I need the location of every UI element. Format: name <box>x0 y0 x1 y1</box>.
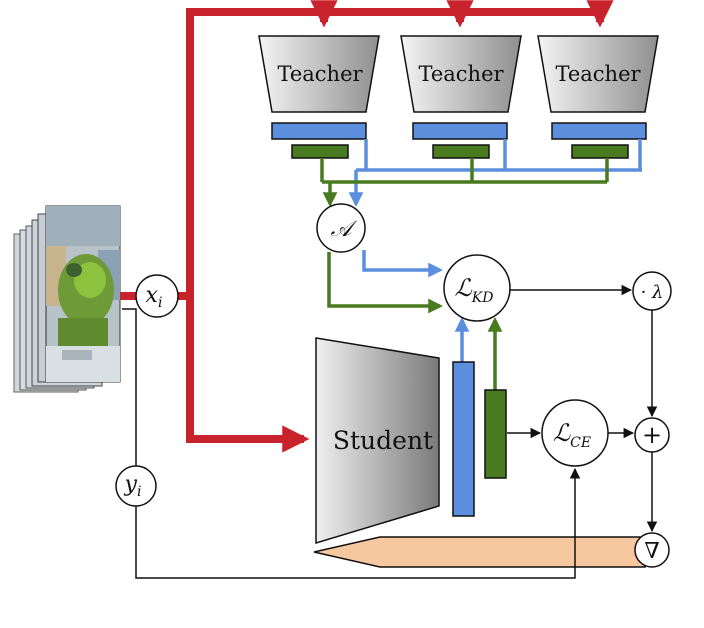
svg-text:yi: yi <box>124 472 142 500</box>
teacher-2: Teacher <box>400 35 522 113</box>
logit-connections <box>320 158 609 390</box>
svg-text:ℒCE: ℒCE <box>553 419 591 451</box>
teacher-1: Teacher <box>258 35 380 113</box>
loss-arrows <box>122 284 658 579</box>
student-label: Student <box>333 426 433 455</box>
svg-text:ℒKD: ℒKD <box>455 274 494 306</box>
teacher-1-label: Teacher <box>277 62 363 86</box>
teacher-1-logit-bar <box>291 144 349 159</box>
loss-kd-node: ℒKD <box>443 254 511 322</box>
teacher-3-logit-bar <box>571 144 629 159</box>
label-subscript: i <box>137 484 141 500</box>
loss-ce-symbol: ℒ <box>553 419 571 447</box>
gradient-symbol: ∇ <box>644 539 659 564</box>
label-node: yi <box>115 465 157 507</box>
input-symbol: x <box>146 283 159 308</box>
sum-node: + <box>634 417 670 453</box>
loss-ce-subscript: CE <box>570 435 591 451</box>
feature-connections <box>348 139 642 362</box>
gradient-node: ∇ <box>634 532 670 568</box>
svg-text:xi: xi <box>146 283 163 311</box>
aggregator-node: 𝒜 <box>316 203 366 253</box>
teacher-1-feature-bar <box>271 122 367 140</box>
sum-symbol: + <box>642 421 662 449</box>
teacher-2-label: Teacher <box>418 62 504 86</box>
label-symbol: y <box>124 472 138 497</box>
student-network: Student <box>315 337 440 545</box>
teacher-3-label: Teacher <box>555 62 641 86</box>
loss-kd-symbol: ℒ <box>455 274 473 302</box>
student-feature-bar <box>452 361 475 517</box>
teacher-3: Teacher <box>537 35 659 113</box>
input-image-stack <box>13 205 121 393</box>
teacher-2-logit-bar <box>432 144 490 159</box>
input-node: xi <box>135 274 179 318</box>
teacher-3-feature-bar <box>551 122 647 140</box>
frog-photo <box>45 205 121 383</box>
input-subscript: i <box>158 295 162 311</box>
student-logit-bar <box>484 389 507 479</box>
loss-kd-subscript: KD <box>471 290 494 306</box>
loss-ce-node: ℒCE <box>541 399 609 467</box>
scale-symbol: · λ <box>641 282 664 303</box>
scale-node: · λ <box>632 271 672 311</box>
teacher-2-feature-bar <box>412 122 508 140</box>
gradient-feedback-bar <box>313 536 646 568</box>
